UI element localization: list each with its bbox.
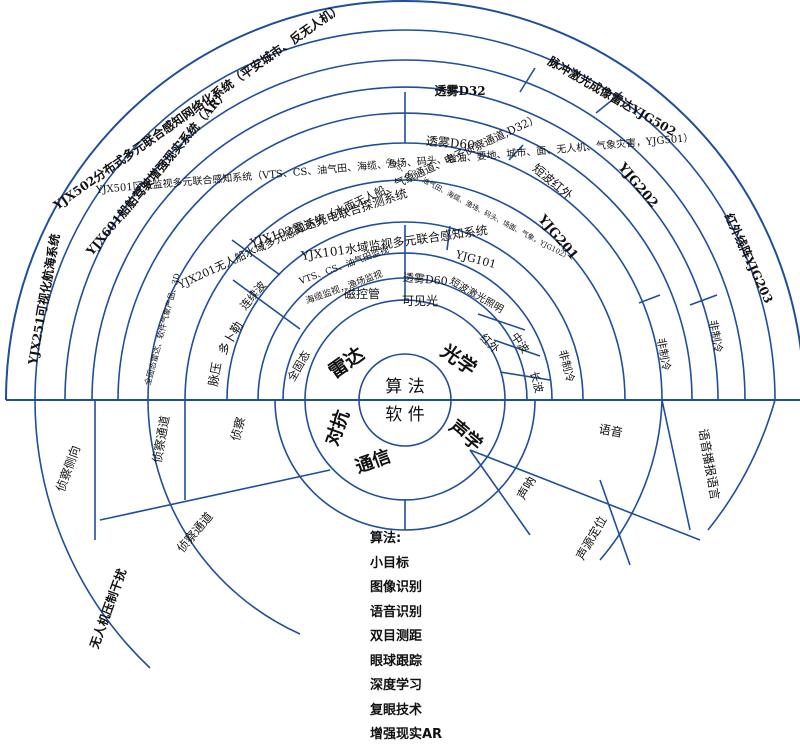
div-lower-right-3 <box>599 479 631 566</box>
opt-pulse-laser: 脉冲激光成像雷达YJG502 <box>545 53 679 139</box>
algorithm-item: 语音识别 <box>370 604 423 620</box>
algorithm-item: 复眼技术 <box>370 702 423 718</box>
arc-r340 <box>64 59 746 401</box>
arc-r370 <box>34 29 776 401</box>
div-radar-left <box>232 279 301 330</box>
opt-uncooled-1: 非制冷 <box>556 348 577 383</box>
sys-yjx251: YJX251可视化航海系统 <box>24 233 62 367</box>
algorithm-item: 眼球跟踪 <box>370 653 423 669</box>
opt-fog-d60: 透雾D60 <box>425 134 475 152</box>
algorithm-item: 深度学习 <box>370 678 423 693</box>
center-line2: 软 件 <box>385 405 424 425</box>
center-circle <box>358 353 452 447</box>
sys-yjx501-sub: 全固态雷达、软件气象产品、3D <box>142 272 182 386</box>
sector-communication: 通信 <box>352 445 393 478</box>
div-lower-right-1 <box>469 449 701 541</box>
div-lower-right-2 <box>469 449 531 536</box>
div-opt-9 <box>689 294 718 306</box>
algorithm-list: 算法: 小目标 图像识别 语音识别 双目测距 眼球跟踪 深度学习 复眼技术 增强… <box>370 527 442 748</box>
arc-r399 <box>5 0 800 401</box>
opt-uncooled-3: 非制冷 <box>706 319 725 354</box>
opt-ir-array: 红外线阵YJG203 <box>722 211 777 306</box>
center-line1: 算 法 <box>385 377 424 397</box>
sector-radar: 雷达 <box>324 342 368 383</box>
div-opt-7 <box>595 91 623 114</box>
sector-countermeasure: 对抗 <box>321 407 354 448</box>
arc-r220 <box>184 179 626 401</box>
lower-arc-r257-left <box>147 399 301 635</box>
div-opt-5 <box>508 144 524 161</box>
div-opt-6 <box>519 67 536 93</box>
div-lower-right-4 <box>661 399 691 531</box>
div-opt-3 <box>499 371 551 381</box>
radar-pulse: 脉压 <box>205 361 224 387</box>
dividers <box>6 67 800 566</box>
div-opt-1 <box>477 313 526 331</box>
div-lower-left-1 <box>99 469 331 521</box>
algorithm-item: 增强现实AR <box>370 727 443 742</box>
arc-r313 <box>91 86 719 401</box>
opt-fog-d32: 透雾D32 <box>434 84 485 98</box>
voice-language: 语音播报语言 <box>696 427 723 501</box>
sector-voice: 声学 <box>444 415 486 456</box>
counter-recon-channel: 侦察通道 <box>150 414 172 464</box>
lower-arc-r370-left <box>34 399 151 669</box>
div-opt-4 <box>446 225 451 251</box>
radar-doppler: 多卜勒 <box>215 319 245 357</box>
opt-swir: 短波红外 <box>530 160 576 202</box>
counter-recon: 侦察 <box>228 416 248 443</box>
opt-yjg101: YJG101 <box>453 248 497 272</box>
algorithm-item: 图像识别 <box>370 580 423 595</box>
opt-uncooled-2: 非制冷 <box>654 337 673 372</box>
voice-sonar: 声呐 <box>514 474 538 502</box>
lower-arc-r257-right <box>599 399 663 561</box>
voice-id: 语音 <box>598 421 624 440</box>
algorithm-item: 小目标 <box>370 555 410 571</box>
opt-longwave: 长波 <box>527 370 545 395</box>
div-opt-8 <box>638 294 661 304</box>
counter-recon-direction: 侦察侧向 <box>53 443 84 493</box>
radar-magnetron: 磁控管 <box>344 286 380 301</box>
arc-r257 <box>147 142 663 401</box>
opt-fog-d60-inner: 透雾D60 <box>402 271 448 288</box>
div-opt-2 <box>493 339 541 357</box>
arc-r178 <box>226 221 584 401</box>
opt-visible: 可见光 <box>402 294 438 308</box>
algorithm-title: 算法: <box>370 531 402 546</box>
lower-arc-r370-right <box>707 399 776 531</box>
opt-short-laser: 短波激光照明 <box>448 274 506 315</box>
div-radar-cw <box>231 239 281 276</box>
algorithm-item: 双目测距 <box>370 629 423 644</box>
